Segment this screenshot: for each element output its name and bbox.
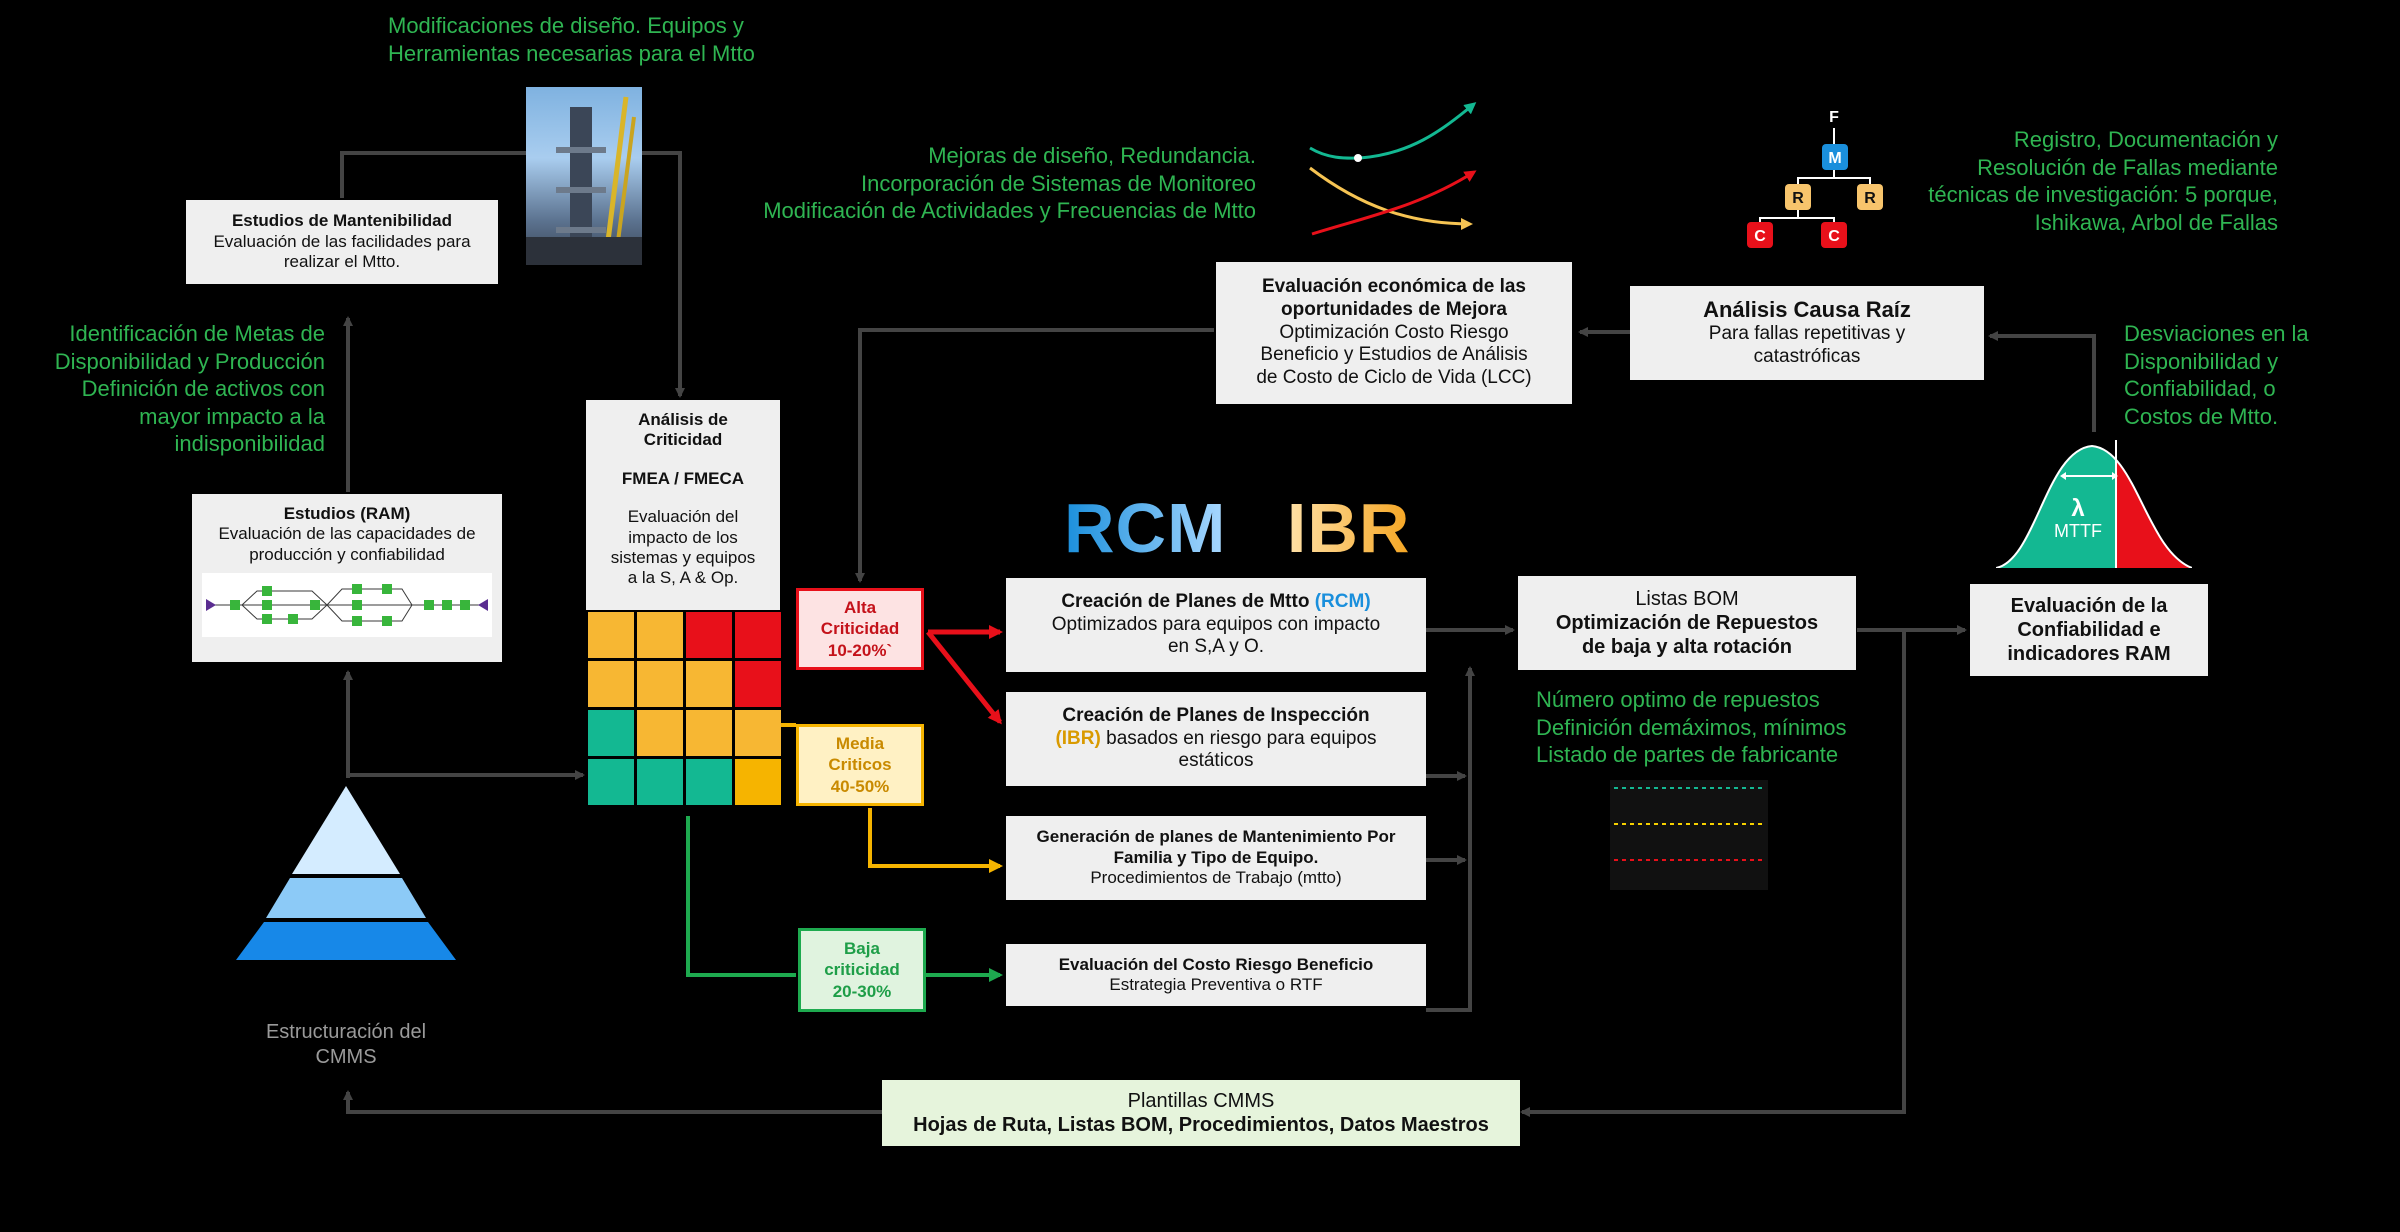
matrix-cell bbox=[588, 759, 634, 805]
inventory-levels-icon bbox=[1610, 780, 1768, 890]
matrix-cell bbox=[637, 759, 683, 805]
criticality-analysis-box: Análisis de Criticidad FMEA / FMECA Eval… bbox=[586, 400, 780, 610]
matrix-cell bbox=[735, 710, 781, 756]
rcm-logo: RCM bbox=[1064, 489, 1227, 567]
matrix-cell bbox=[735, 612, 781, 658]
rbd-network-icon bbox=[202, 573, 492, 638]
matrix-cell bbox=[686, 612, 732, 658]
maintainability-studies-box: Estudios de Mantenibilidad Evaluación de… bbox=[186, 200, 498, 284]
fault-r-label: R bbox=[1792, 190, 1804, 207]
matrix-cell bbox=[735, 759, 781, 805]
fault-c-label: C bbox=[1754, 228, 1766, 245]
ibr-plans-box: Creación de Planes de Inspección (IBR) b… bbox=[1006, 692, 1426, 786]
mttf-distribution-icon bbox=[1996, 440, 2192, 568]
matrix-cell bbox=[637, 612, 683, 658]
risk-matrix bbox=[588, 612, 781, 805]
rcm-ibr-logo: RCM IBR bbox=[1064, 488, 1410, 568]
bom-box: Listas BOM Optimización de Repuestos de … bbox=[1518, 576, 1856, 670]
economic-evaluation-box: Evaluación económica de las oportunidade… bbox=[1216, 262, 1572, 404]
matrix-cell bbox=[588, 710, 634, 756]
matrix-cell bbox=[686, 710, 732, 756]
matrix-cell bbox=[686, 661, 732, 707]
mttf-label: λ MTTF bbox=[2054, 495, 2102, 542]
fault-tree-icon: F M R R C C bbox=[1747, 109, 1883, 248]
fault-top-label: F bbox=[1829, 109, 1839, 126]
high-criticality-box: Alta Criticidad 10-20%` bbox=[796, 588, 924, 670]
spare-parts-note: Número optimo de repuestos Definición de… bbox=[1536, 687, 1847, 767]
medium-criticality-box: Media Criticos 40-50% bbox=[796, 724, 924, 806]
fault-r-label: R bbox=[1864, 190, 1876, 207]
cmms-structuring-label: Estructuración del CMMS bbox=[265, 1021, 427, 1068]
deviations-note: Desviaciones en la Disponibilidad y Conf… bbox=[2124, 321, 2309, 429]
low-criticality-box: Baja criticidad 20-30% bbox=[798, 928, 926, 1012]
matrix-cell bbox=[735, 661, 781, 707]
failure-registration-note: Registro, Documentación y Resolución de … bbox=[1928, 127, 2278, 235]
root-cause-box: Análisis Causa Raíz Para fallas repetiti… bbox=[1630, 286, 1984, 380]
ram-evaluation-box: Evaluación de la Confiabilidad e indicad… bbox=[1970, 584, 2208, 676]
matrix-cell bbox=[588, 612, 634, 658]
industrial-plant-photo bbox=[526, 87, 642, 265]
matrix-cell bbox=[637, 661, 683, 707]
ibr-logo: IBR bbox=[1286, 489, 1411, 567]
cmms-templates-box: Plantillas CMMS Hojas de Ruta, Listas BO… bbox=[882, 1080, 1520, 1146]
matrix-cell bbox=[686, 759, 732, 805]
design-improvements-note: Mejoras de diseño, Redundancia. Incorpor… bbox=[763, 143, 1256, 223]
matrix-cell bbox=[637, 710, 683, 756]
improvement-curves-icon bbox=[1309, 102, 1477, 236]
crane-structure-icon bbox=[526, 96, 642, 265]
rcm-plans-box: Creación de Planes de Mtto (RCM) Optimiz… bbox=[1006, 578, 1426, 672]
availability-goals-note: Identificación de Metas de Disponibilida… bbox=[54, 321, 325, 456]
cost-risk-benefit-box: Evaluación del Costo Riesgo Beneficio Es… bbox=[1006, 944, 1426, 1006]
cmms-pyramid-icon bbox=[236, 786, 456, 960]
family-plans-box: Generación de planes de Mantenimiento Po… bbox=[1006, 816, 1426, 900]
matrix-cell bbox=[588, 661, 634, 707]
fault-c-label: C bbox=[1828, 228, 1840, 245]
ram-studies-box: Estudios (RAM) Evaluación de las capacid… bbox=[192, 494, 502, 662]
design-modifications-note: Modificaciones de diseño. Equipos y Herr… bbox=[388, 13, 755, 66]
fault-m-label: M bbox=[1828, 150, 1841, 167]
